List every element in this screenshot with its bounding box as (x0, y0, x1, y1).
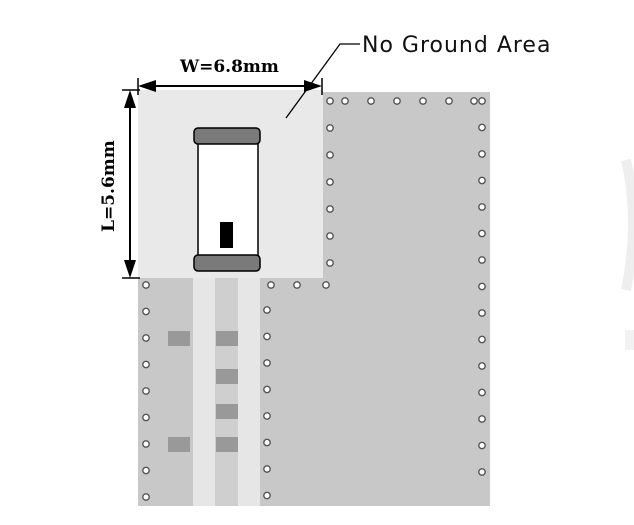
via (263, 438, 271, 447)
width-arrow-left (138, 80, 156, 92)
component-bottom-cap (193, 254, 261, 272)
via (142, 334, 150, 342)
width-dimension: W=6.8mm (137, 57, 323, 95)
via (142, 307, 150, 316)
via (326, 151, 334, 159)
pad (216, 437, 238, 452)
via (142, 413, 150, 422)
pad (216, 404, 238, 419)
via (263, 306, 271, 314)
feed-trace (215, 278, 238, 506)
via (470, 97, 478, 105)
via (326, 178, 334, 186)
via (478, 176, 486, 185)
pad (168, 331, 190, 346)
via (326, 97, 334, 105)
via (478, 441, 486, 450)
via (267, 281, 275, 289)
via-group (142, 97, 486, 501)
via (142, 360, 150, 369)
via (478, 335, 486, 344)
no-ground-area-callout: No Ground Area (285, 33, 551, 119)
via (263, 491, 271, 500)
via (142, 466, 150, 475)
pad-group (168, 331, 238, 452)
length-dimension: L=5.6mm (99, 89, 140, 279)
callout-leader-line (285, 43, 360, 119)
via (142, 440, 150, 448)
via (142, 281, 150, 289)
via (326, 124, 334, 132)
via (393, 97, 401, 105)
length-arrow-bottom (124, 260, 136, 278)
pad (216, 331, 238, 346)
component-top-cap (193, 127, 261, 145)
via (142, 387, 150, 395)
via (322, 281, 330, 289)
via (478, 123, 486, 132)
ground-plane-bottom-right (260, 278, 490, 506)
ground-plane-top-right (322, 92, 490, 282)
pad (216, 369, 238, 384)
length-arrow-top (124, 90, 136, 108)
via (293, 281, 301, 289)
via (341, 97, 349, 105)
chip-antenna-component (193, 127, 261, 272)
via (478, 97, 486, 105)
background-watermark (621, 158, 634, 350)
via (263, 359, 271, 367)
via (326, 232, 334, 240)
via (478, 229, 486, 238)
callout-label: No Ground Area (362, 33, 551, 58)
via (367, 97, 375, 105)
width-dimension-label: W=6.8mm (179, 57, 279, 77)
via (263, 412, 271, 420)
trace-gap-right (238, 278, 260, 506)
via (478, 415, 486, 423)
pad (168, 437, 190, 452)
via (142, 493, 150, 501)
via (263, 332, 271, 341)
length-dimension-label: L=5.6mm (99, 140, 119, 232)
trace-gap-left (193, 278, 215, 506)
component-polarity-marker (220, 222, 233, 248)
via (478, 256, 486, 264)
via (478, 282, 486, 291)
via (326, 259, 334, 267)
component-body (197, 137, 259, 269)
via (445, 97, 453, 105)
via (326, 205, 334, 213)
via (478, 468, 486, 476)
via (478, 388, 486, 397)
via (419, 97, 427, 105)
width-arrow-right (304, 80, 322, 92)
via (263, 385, 271, 394)
via (478, 309, 486, 317)
via (478, 362, 486, 370)
via (478, 203, 486, 211)
via (263, 465, 271, 473)
via (478, 150, 486, 158)
